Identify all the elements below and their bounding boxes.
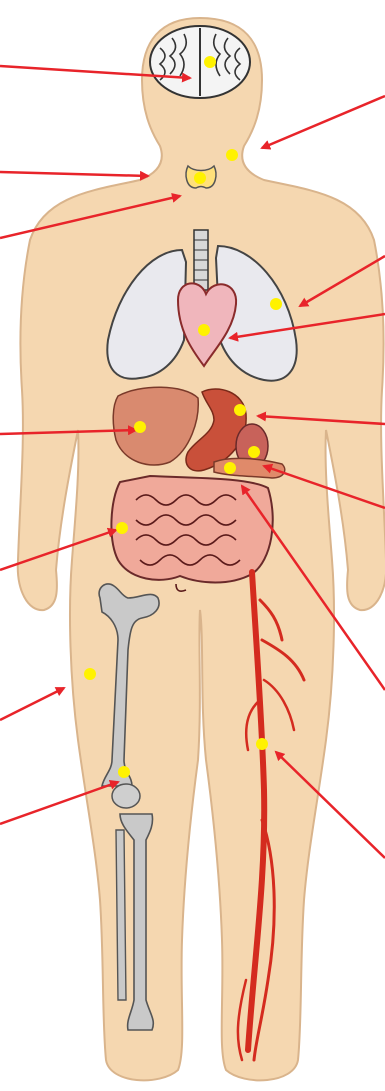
marker-lung: [270, 298, 282, 310]
marker-brain: [204, 56, 216, 68]
marker-knee: [118, 766, 130, 778]
marker-liver: [134, 421, 146, 433]
arrow-neck: [262, 96, 385, 148]
brain: [150, 26, 250, 98]
marker-stomach: [234, 404, 246, 416]
trachea: [194, 230, 208, 290]
marker-intestine: [116, 522, 128, 534]
marker-neck: [226, 149, 238, 161]
marker-thigh: [84, 668, 96, 680]
marker-thyroid: [194, 172, 206, 184]
fibula: [116, 830, 126, 1000]
patella: [112, 784, 140, 808]
marker-heart: [198, 324, 210, 336]
marker-pancreas: [248, 446, 260, 458]
marker-colon: [224, 462, 236, 474]
arrow-thigh: [0, 688, 64, 720]
arrow-neck-left: [0, 172, 148, 176]
marker-artery: [256, 738, 268, 750]
large-intestine: [111, 476, 272, 583]
